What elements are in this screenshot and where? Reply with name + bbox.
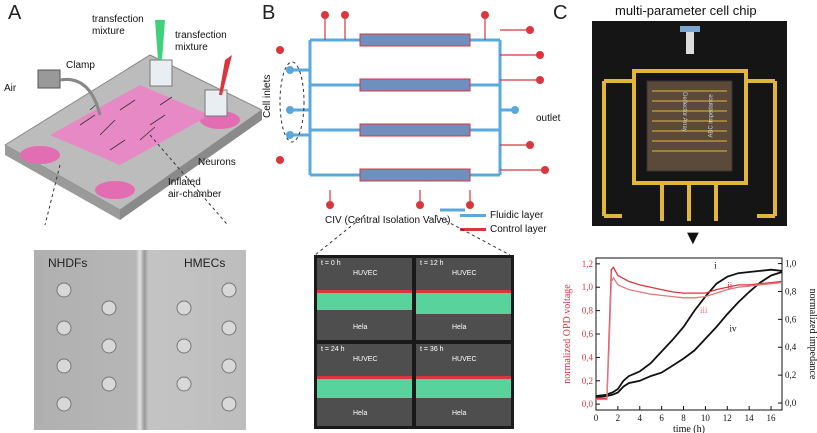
timelapse-tile-3: t = 36 h HUVEC Hela [416,344,511,426]
tile-red [317,376,412,379]
label-outlet: outlet [536,113,561,124]
chip-photo: Deflector Array ABC impedance [592,21,787,226]
chip-electrodes [602,26,777,221]
micrograph-pillars [56,282,237,412]
panel-label-c: C [553,2,568,24]
tile-time: t = 12 h [420,260,444,267]
series-line-iv [595,271,783,398]
series-label-i: i [714,261,717,271]
tile-bottom: Hela [452,410,467,417]
legend-fluidic: Fluidic layer [460,210,543,221]
tile-red [416,376,511,379]
y-right-tick-label: 0,4 [785,342,797,352]
label-civ: CIV (Central Isolation Valve) [325,215,451,226]
y-left-tick-label: 1,2 [582,259,593,269]
y-left-tick-label: 0,4 [582,352,594,362]
y-left-axis-label: normalized OPD voltage [562,284,573,384]
tile-bottom: Hela [353,410,368,417]
tile-time: t = 24 h [321,346,345,353]
x-tick-label: 6 [659,413,664,423]
y-left-tick-label: 1,0 [582,282,594,292]
annotation-transfection-1: transfection mixture [92,14,144,37]
series-label-ii: ii [727,280,733,290]
tile-time: t = 36 h [420,346,444,353]
y-right-axis-label: normalized impedance [807,289,817,380]
series-line-i [595,268,783,397]
annotation-neurons: Neurons [198,157,236,168]
tile-green [317,292,412,310]
series-line-iii [596,276,783,401]
x-tick-label: 4 [638,413,643,423]
x-tick-label: 14 [745,413,755,423]
annotation-transfection-2: transfection mixture [175,30,227,53]
chip-text-right: ABC impedance [708,94,715,138]
y-left-tick-label: 0,6 [582,329,594,339]
x-tick-label: 12 [723,413,732,423]
x-axis-label: time (h) [673,424,705,433]
y-left-tick-label: 0,0 [582,399,594,409]
tile-bottom: Hela [353,324,368,331]
annotation-air: Air [4,83,17,94]
timelapse-grid: t = 0 h HUVEC Hela t = 12 h HUVEC Hela t… [314,255,514,429]
tile-time: t = 0 h [321,260,341,267]
x-tick-label: 10 [701,413,711,423]
legend-control: Control layer [460,224,547,235]
tile-top: HUVEC [353,270,378,277]
tile-top: HUVEC [452,356,477,363]
series-line-ii [596,266,783,399]
tile-green [416,292,511,314]
down-arrow-icon: ▼ [683,227,703,249]
micrograph-label-right: HMECs [184,256,226,270]
timelapse-tile-0: t = 0 h HUVEC Hela [317,258,412,340]
tile-bottom: Hela [452,324,467,331]
legend-control-swatch [460,228,486,231]
chip-text-left: Deflector Array [680,92,687,132]
micrograph-a: NHDFs HMECs [34,250,246,430]
x-tick-label: 0 [594,413,599,423]
y-left-tick-label: 0,8 [582,306,594,316]
y-left-tick-label: 0,2 [582,376,593,386]
chip-title: multi-parameter cell chip [615,3,757,18]
tile-top: HUVEC [353,356,378,363]
chip-layout-b [276,11,549,212]
y-right-tick-label: 0,6 [785,314,797,324]
annotation-inflated: Inflated air-chamber [168,177,222,200]
annotation-clamp: Clamp [66,60,95,71]
micrograph-label-left: NHDFs [48,256,88,270]
x-tick-label: 16 [767,413,777,423]
panel-label-a: A [8,2,22,24]
tile-green [416,378,511,398]
series-label-iii: iii [700,305,708,315]
timelapse-tile-1: t = 12 h HUVEC Hela [416,258,511,340]
legend-control-label: Control layer [490,224,547,235]
label-cell-inlets: Cell inlets [262,74,273,118]
x-tick-label: 2 [616,413,621,423]
timelapse-tile-2: t = 24 h HUVEC Hela [317,344,412,426]
tile-red [416,290,511,293]
zoom-dashed-lines-b [314,215,511,256]
legend-fluidic-label: Fluidic layer [490,210,544,221]
y-right-tick-label: 0,0 [785,398,797,408]
tile-top: HUVEC [452,270,477,277]
impedance-opd-chart: 0 2 4 6 8 10 12 14 16 0,0 0,2 0,4 0,6 0,8 1,0 1,2 0,0 0,2… [562,257,817,433]
legend-fluidic-swatch [460,214,486,217]
y-right-tick-label: 0,8 [785,286,797,296]
x-tick-label: 8 [681,413,686,423]
y-right-tick-label: 1,0 [785,259,797,269]
series-label-iv: iv [729,324,737,334]
device-schematic-a [4,20,262,225]
y-right-tick-label: 0,2 [785,370,796,380]
panel-label-b: B [262,2,276,24]
tile-red [317,290,412,293]
tile-green [317,378,412,398]
